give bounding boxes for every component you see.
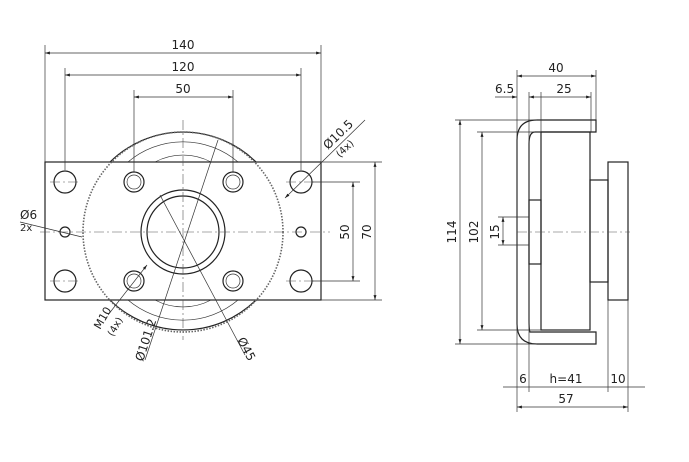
dim-40: 40 bbox=[548, 61, 563, 75]
dim-h-41: h=41 bbox=[550, 372, 583, 386]
dim-50-vertical: 50 bbox=[338, 224, 352, 239]
dim-hole-6: Ø6 bbox=[20, 208, 37, 222]
side-dimension-lines bbox=[458, 74, 645, 409]
dim-25: 25 bbox=[556, 82, 571, 96]
side-view: 40 6.5 25 114 102 15 6 h=41 10 57 bbox=[445, 61, 645, 412]
shaft bbox=[589, 179, 609, 283]
leader-thread bbox=[107, 264, 148, 316]
wheel-hub-top bbox=[154, 154, 212, 163]
dim-bore: Ø45 bbox=[234, 335, 258, 363]
wheel bbox=[540, 131, 591, 331]
leader-bolt-circle bbox=[144, 139, 219, 361]
dim-140: 140 bbox=[172, 38, 195, 52]
extension-lines bbox=[44, 45, 382, 301]
dim-15: 15 bbox=[488, 224, 502, 239]
dim-bolt-circle: Ø101.2 bbox=[133, 317, 160, 363]
threaded-holes bbox=[123, 171, 244, 292]
leader-bore bbox=[159, 194, 246, 356]
front-view: 140 120 50 50 70 Ø10.5 (4x) Ø6 2x M10 (4… bbox=[19, 38, 382, 363]
dim-102: 102 bbox=[467, 221, 481, 244]
leader-hole-10-5 bbox=[284, 119, 366, 199]
dim-120: 120 bbox=[172, 60, 195, 74]
bracket bbox=[516, 119, 597, 345]
dim-6-5: 6.5 bbox=[495, 82, 514, 96]
dim-114: 114 bbox=[445, 221, 459, 244]
dim-hole-6-count: 2x bbox=[20, 223, 32, 234]
wheel-outline-bottom bbox=[109, 299, 257, 331]
dim-6: 6 bbox=[519, 372, 527, 386]
leader-hole-6 bbox=[19, 221, 83, 238]
side-extension-lines bbox=[455, 70, 629, 412]
dim-57: 57 bbox=[558, 392, 573, 406]
dim-50-horizontal: 50 bbox=[175, 82, 190, 96]
dimension-lines bbox=[45, 51, 377, 300]
dim-10: 10 bbox=[610, 372, 625, 386]
flange bbox=[607, 161, 629, 301]
dim-70: 70 bbox=[360, 224, 374, 239]
